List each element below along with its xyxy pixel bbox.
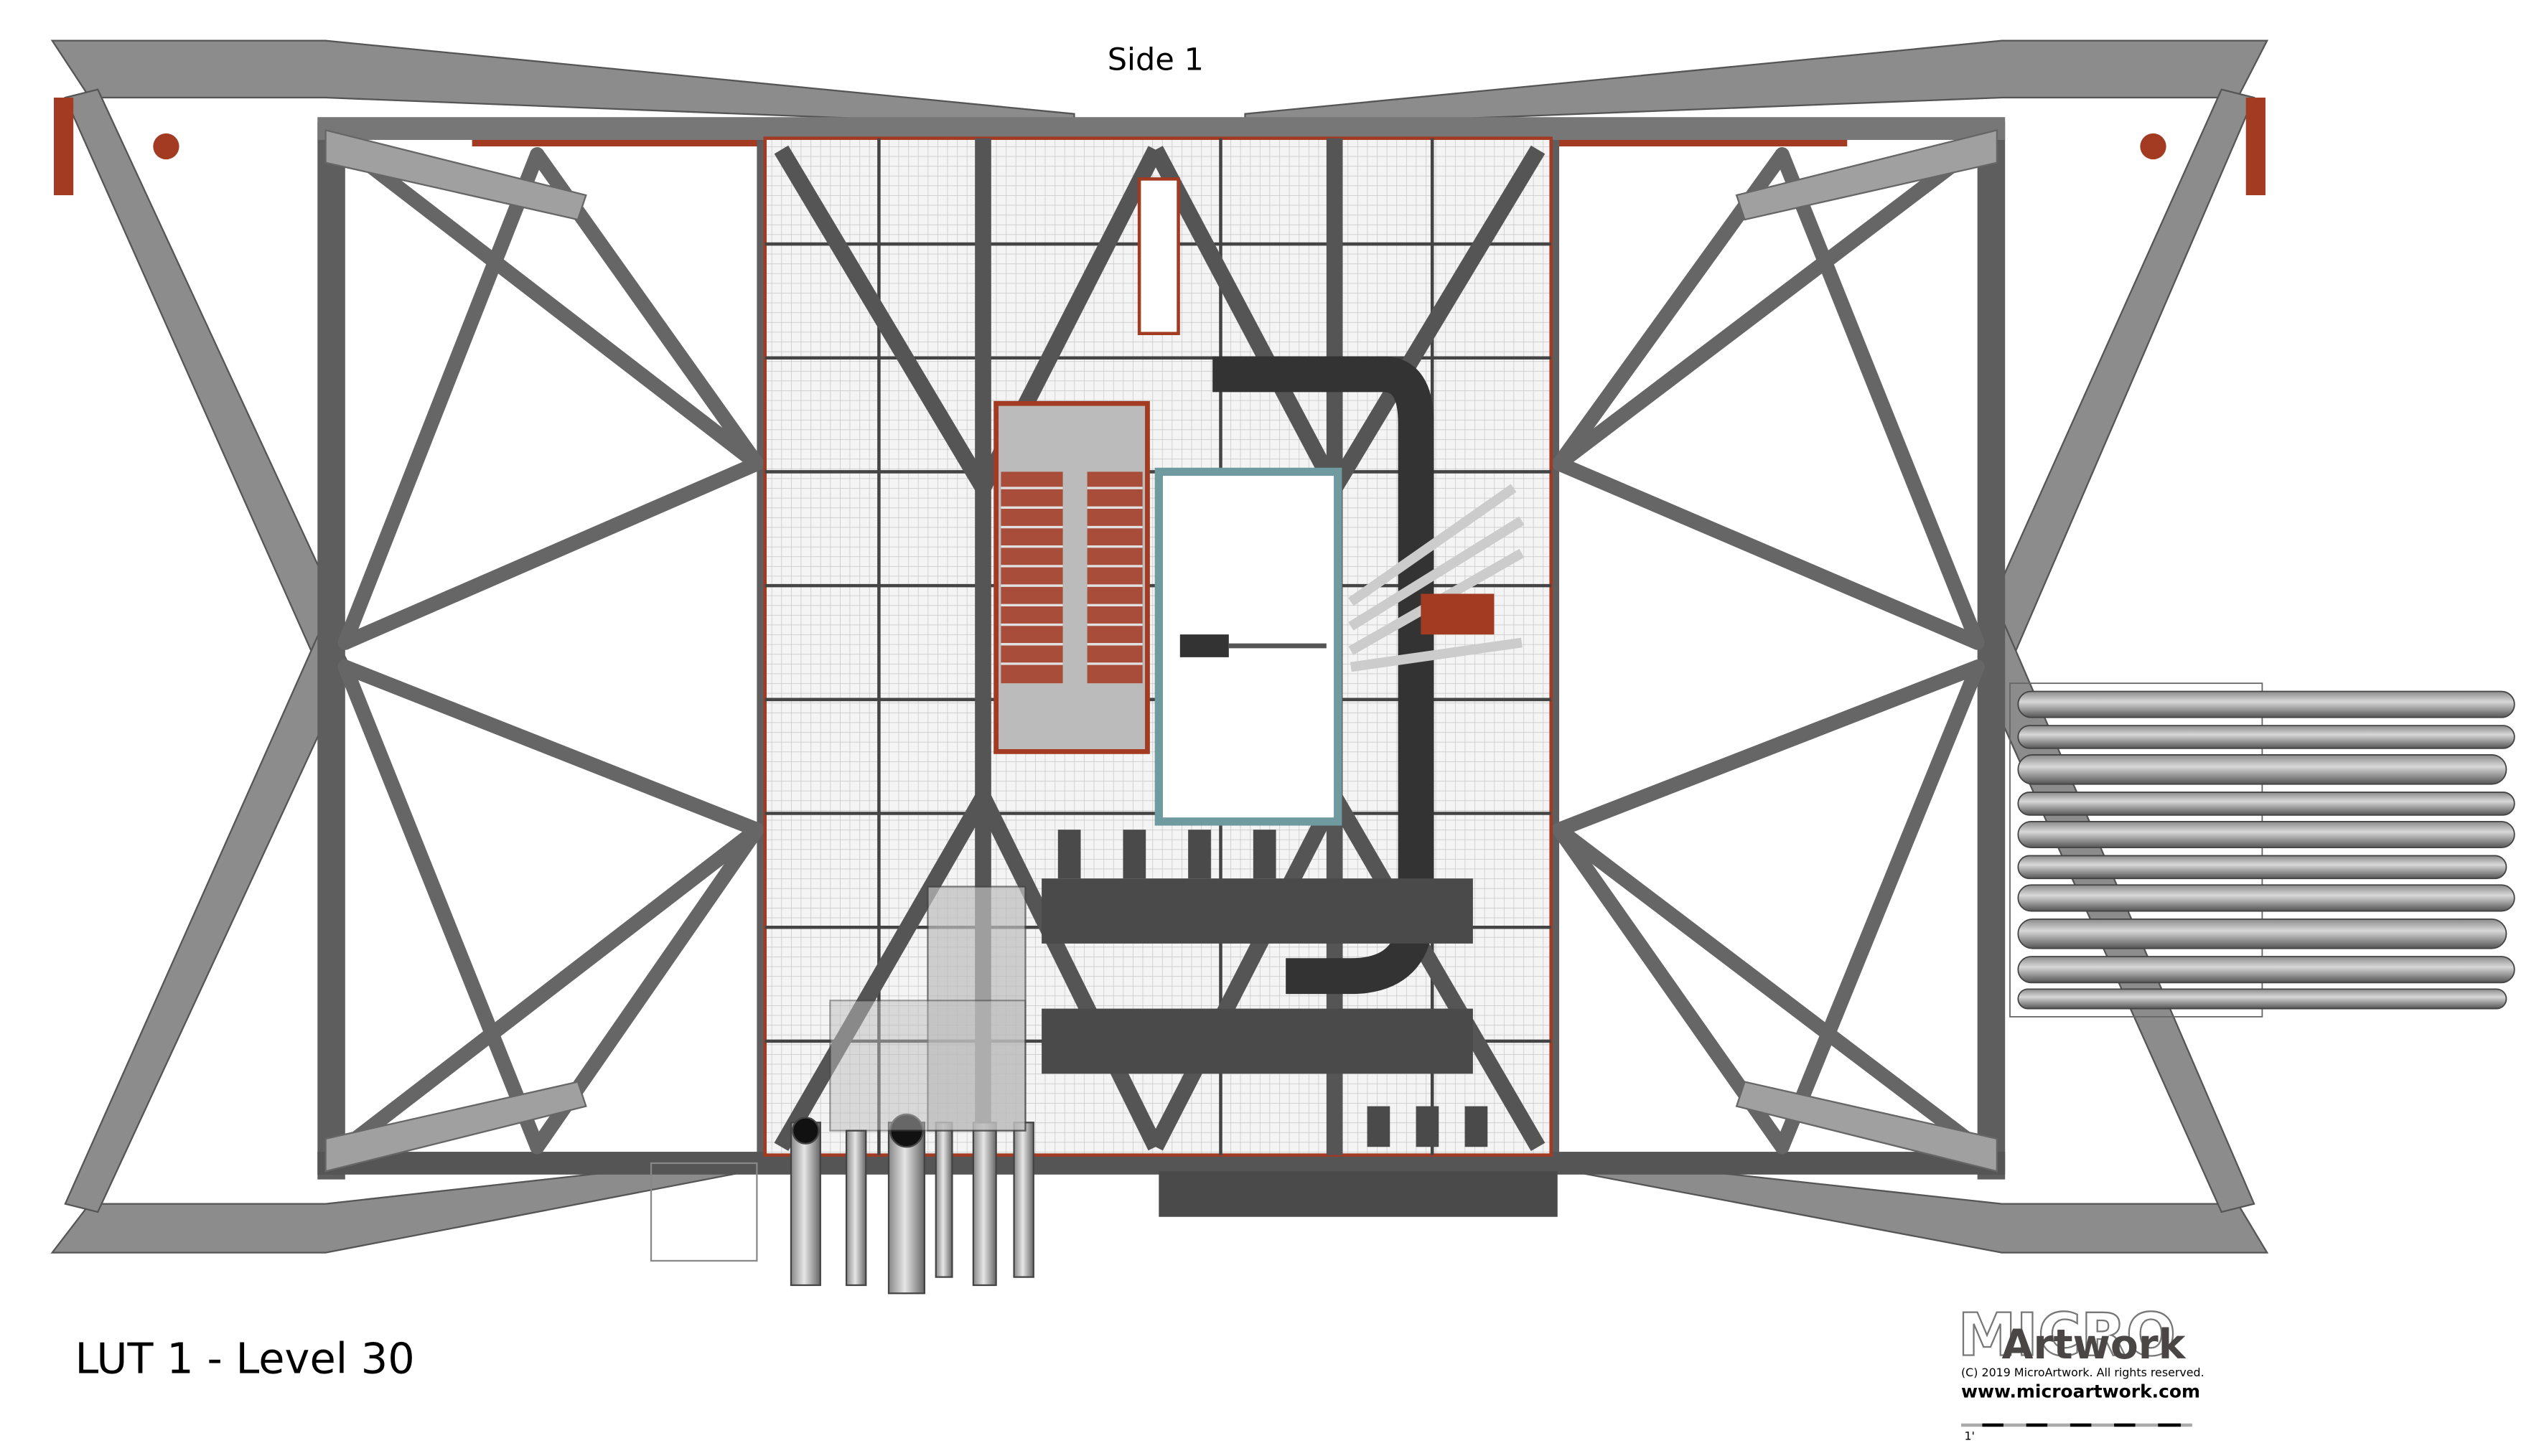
scale-label: 1' [1965, 1429, 1975, 1442]
copyright-text: (C) 2019 MicroArtwork. All rights reserv… [1961, 1366, 2204, 1379]
microartwork-logo: MICRO Artwork (C) 2019 MicroArtwork. All… [1957, 1300, 2204, 1442]
equipment-racks [1042, 830, 1558, 1217]
logo-micro-outline: MICRO [1958, 1301, 2176, 1369]
red-end-brackets [54, 98, 2266, 196]
elevator-shaft [1154, 467, 1342, 826]
stairwell [993, 400, 1150, 754]
level-title: LUT 1 - Level 30 [75, 1333, 414, 1383]
bottom-risers [650, 886, 1034, 1295]
corner-gussets [324, 128, 1998, 1173]
side-label: Side 1 [1108, 42, 1204, 78]
pipe-bundle [2009, 682, 2515, 1018]
website-text: www.microartwork.com [1961, 1381, 2200, 1401]
logo-artwork: Artwork [2002, 1321, 2187, 1368]
red-panel [1421, 593, 1495, 635]
outer-truss [50, 39, 2269, 1254]
side-bracing [337, 138, 1985, 1155]
conduits [1347, 484, 1525, 672]
scale-bar [1960, 1423, 2192, 1427]
